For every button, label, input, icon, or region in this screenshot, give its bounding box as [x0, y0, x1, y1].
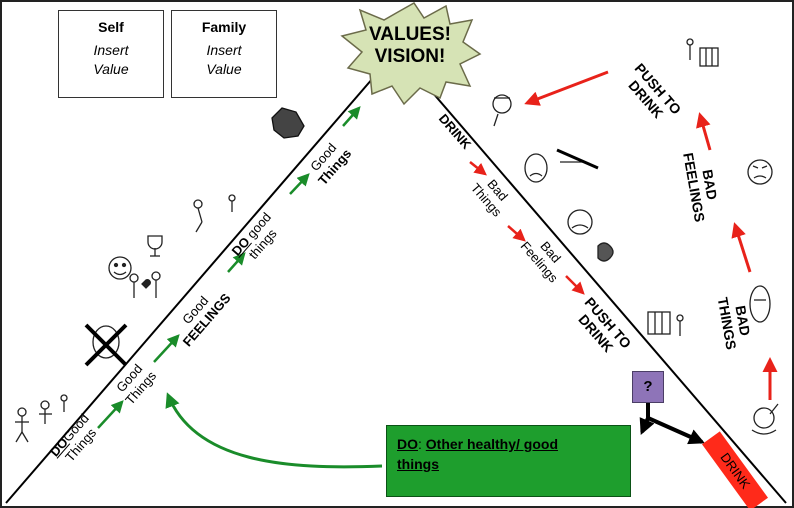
right-triangle-side	[419, 77, 787, 504]
smiley-face-icon	[108, 256, 132, 280]
do-label-3: DO	[397, 436, 418, 452]
green-arrow-1	[97, 400, 124, 429]
cycle-arrows	[524, 70, 778, 400]
worried-man-icon	[492, 94, 512, 127]
values-vision-label: VALUES! VISION!	[340, 24, 480, 68]
figure-with-bottle-icon	[686, 38, 719, 67]
red-arrows	[469, 161, 585, 295]
self-value-title: Self	[98, 19, 124, 35]
green-arrow-5	[342, 106, 361, 127]
red-arrow-1	[469, 161, 487, 176]
values-burst	[340, 2, 482, 106]
family-value-box: Family Insert Value	[171, 10, 277, 98]
red-arrow-2	[507, 225, 526, 242]
other-healthy-text: Other healthy/ good	[425, 436, 559, 452]
self-value-line2: Value	[93, 61, 129, 77]
other-healthy-box: DO: Other healthy/ good things	[386, 425, 631, 497]
crossed-bottle-icon	[556, 148, 599, 170]
stressed-face-icon	[567, 209, 614, 262]
cycle-arrow-left	[524, 70, 609, 106]
red-arrow-3	[565, 275, 585, 295]
sad-face-icon	[524, 153, 548, 183]
other-things-text: things	[397, 456, 439, 472]
family-value-line2: Value	[206, 61, 242, 77]
family-value-line1: Insert	[206, 42, 242, 58]
self-value-line1: Insert	[93, 42, 129, 58]
vision-text: VISION!	[374, 46, 446, 67]
question-box: ?	[632, 371, 664, 403]
broken-face-icon	[749, 285, 771, 323]
left-triangle-side	[5, 77, 374, 504]
playing-figures-icon	[193, 194, 236, 233]
sketch-icons	[15, 38, 779, 443]
angry-face-icon	[747, 159, 773, 185]
no-drink-crossed-icon	[84, 323, 128, 367]
values-text: VALUES!	[369, 24, 451, 45]
stick-figures-icon	[15, 394, 68, 443]
fork-left-arrow	[639, 417, 655, 435]
family-value-title: Family	[201, 19, 247, 35]
crumpled-money-icon	[271, 107, 305, 139]
green-arrows	[97, 106, 361, 429]
cycle-arrow-up-3	[696, 112, 712, 151]
trophy-icon	[147, 235, 163, 257]
cycle-arrow-up-2	[731, 222, 752, 273]
green-arrow-3	[227, 252, 246, 273]
do-separator: :	[418, 436, 426, 452]
self-value-box: Self Insert Value	[58, 10, 164, 98]
heart-couple-icon	[129, 271, 161, 298]
green-arrow-2	[153, 334, 180, 363]
green-arrow-4	[289, 173, 310, 195]
jail-figure-icon	[647, 311, 684, 336]
green-return-arrow	[165, 392, 383, 469]
fork-right-arrow	[647, 416, 705, 445]
drinking-man-icon	[751, 403, 779, 435]
